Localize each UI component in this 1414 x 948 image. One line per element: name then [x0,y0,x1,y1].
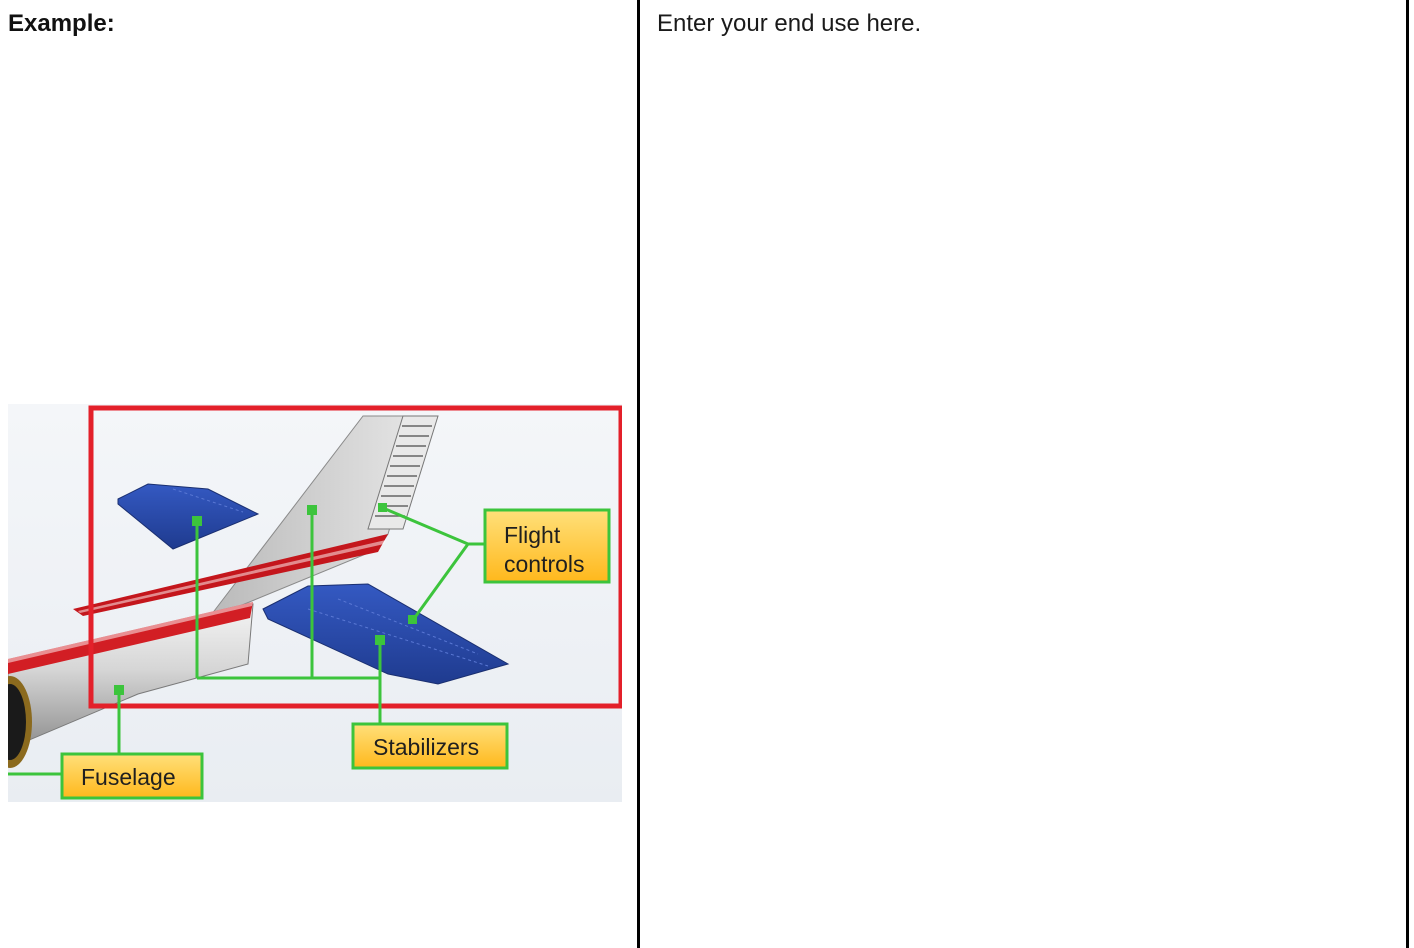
vertical-fin [73,415,439,621]
lower-horizontal-stabilizer [262,583,510,685]
fuselage-leader-dot [114,685,124,695]
highlight-box [88,405,622,709]
flight-controls-leader-lines [382,506,486,621]
fuselage-label: Fuselage [81,764,176,790]
stabilizers-label: Stabilizers [373,734,479,760]
stabilizers-callout: Stabilizers [351,722,509,770]
flight-controls-label-line2: controls [504,551,585,577]
flight-controls-leader-dots [378,503,417,624]
example-heading: Example: [8,10,115,37]
fuselage-callout: Fuselage [60,752,204,800]
end-use-placeholder[interactable]: Enter your end use here. [657,10,922,37]
right-border [1406,0,1409,948]
aircraft-tail-diagram: Flight controls Stabilizers Fuselage [8,404,622,802]
flight-controls-label-line1: Flight [504,522,561,548]
upper-horizontal-stabilizer [117,483,260,550]
flight-controls-callout: Flight controls [483,508,611,584]
stabilizer-leader-dots [192,505,385,645]
fuselage-body [8,602,254,768]
stabilizer-leader-lines [195,510,382,724]
column-divider [637,0,640,948]
